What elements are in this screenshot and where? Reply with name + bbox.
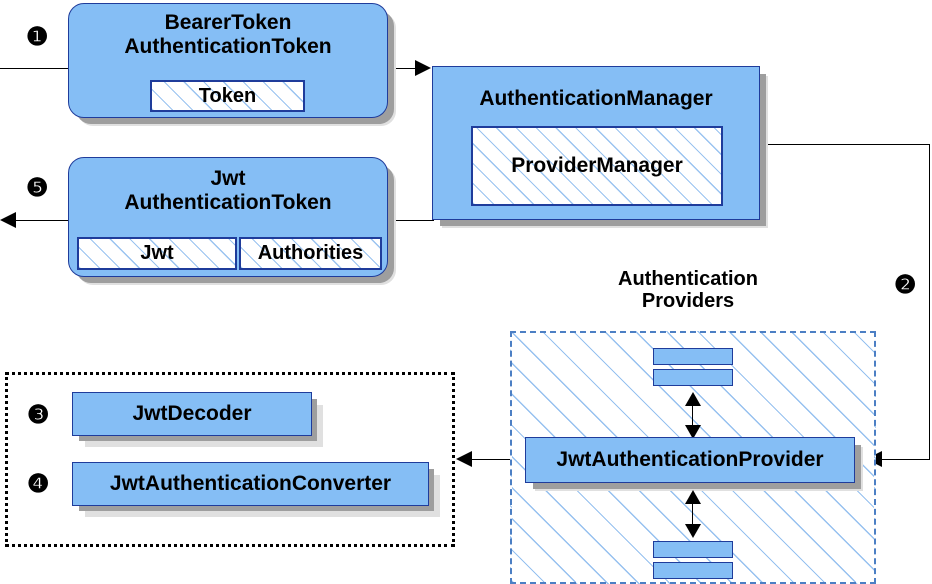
bearer-token-slot-token: Token [150, 80, 305, 112]
arrowhead-provider-bottom-up [685, 490, 701, 504]
jwt-token-title: Jwt AuthenticationToken [124, 167, 332, 214]
jwt-components-group [5, 372, 455, 547]
step-badge-1: ❶ [26, 23, 49, 51]
provider-stub-bottom-bar-1 [653, 541, 733, 558]
connector-step2-right [929, 144, 930, 460]
jwt-authentication-converter-box[interactable]: JwtAuthenticationConverter [72, 462, 429, 506]
connector-bearer-to-manager [388, 68, 420, 69]
provider-stub-top-bar-2 [653, 369, 733, 386]
step-badge-3: ❸ [27, 401, 50, 429]
step-badge-2: ❷ [894, 271, 917, 299]
jwt-authentication-token-box[interactable]: Jwt AuthenticationToken Jwt Authorities [68, 157, 388, 277]
provider-top-connector [692, 394, 693, 438]
provider-stub-bottom-bar-2 [653, 562, 733, 579]
arrowhead-step5-outbound [0, 212, 16, 228]
authentication-manager-box[interactable]: AuthenticationManager ProviderManager [432, 66, 760, 220]
provider-stub-top-bar-1 [653, 348, 733, 365]
arrowhead-provider-to-components [456, 451, 472, 467]
arrowhead-provider-top-down [685, 425, 701, 439]
authentication-manager-slot-providermanager: ProviderManager [471, 126, 723, 206]
connector-step2-top [760, 144, 930, 145]
step-badge-4: ❹ [27, 470, 50, 498]
jwt-authentication-provider-label: JwtAuthenticationProvider [556, 448, 824, 471]
provider-bottom-connector [692, 492, 693, 536]
arrowhead-provider-bottom-down [685, 524, 701, 538]
jwt-decoder-box[interactable]: JwtDecoder [72, 392, 312, 436]
connector-provider-to-components [470, 459, 525, 460]
connector-step5-outbound [14, 220, 78, 221]
bearer-token-authentication-token-box[interactable]: BearerToken AuthenticationToken Token [68, 3, 388, 118]
jwt-authentication-provider-box[interactable]: JwtAuthenticationProvider [525, 437, 855, 483]
jwt-decoder-label: JwtDecoder [132, 402, 252, 425]
bearer-token-title: BearerToken AuthenticationToken [124, 11, 332, 58]
jwt-token-slot-authorities: Authorities [239, 237, 382, 270]
arrowhead-provider-top-up [685, 392, 701, 406]
step-badge-5: ❺ [26, 174, 49, 202]
connector-step1-inbound [0, 68, 78, 69]
authentication-providers-title: Authentication Providers [618, 268, 758, 313]
connector-manager-to-jwt-token [388, 220, 434, 221]
jwt-token-slot-jwt: Jwt [77, 237, 237, 270]
connector-step2-bottom [880, 459, 930, 460]
authentication-manager-title: AuthenticationManager [479, 87, 713, 110]
arrowhead-bearer-to-manager [415, 60, 431, 76]
jwt-authentication-converter-label: JwtAuthenticationConverter [109, 472, 392, 495]
